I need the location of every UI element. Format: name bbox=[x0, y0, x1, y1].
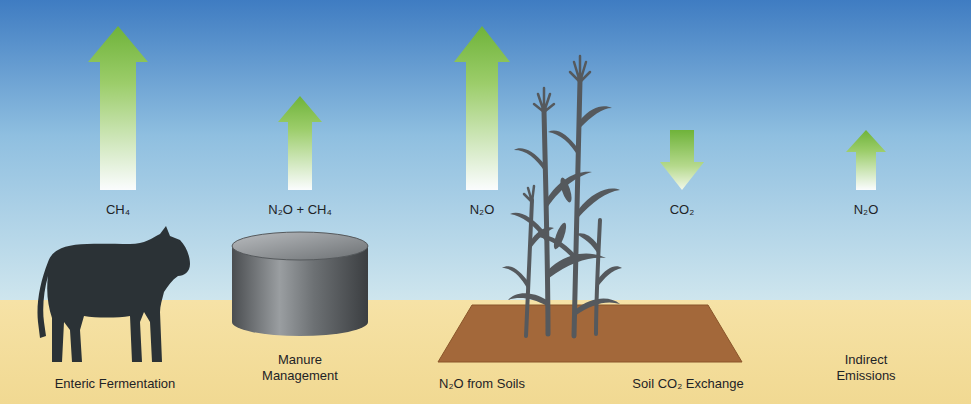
gas-label: CH₄ bbox=[73, 202, 163, 218]
soil-patch bbox=[438, 305, 742, 362]
emission-arrow bbox=[278, 96, 322, 190]
gas-label: N₂O + CH₄ bbox=[245, 202, 355, 218]
gas-label: N₂O bbox=[452, 202, 512, 218]
source-label: Indirect Emissions bbox=[821, 352, 911, 384]
emission-arrow bbox=[88, 26, 148, 190]
emission-arrow bbox=[454, 26, 510, 190]
cow-silhouette bbox=[37, 226, 190, 362]
source-label: Soil CO₂ Exchange bbox=[608, 376, 768, 392]
gas-label: N₂O bbox=[836, 202, 896, 218]
ground bbox=[0, 300, 971, 404]
source-label: N₂O from Soils bbox=[407, 376, 557, 392]
corn-plants bbox=[524, 56, 600, 336]
corn-leaves bbox=[502, 106, 622, 316]
source-label: Manure Management bbox=[255, 352, 345, 384]
source-label: Enteric Fermentation bbox=[30, 376, 200, 392]
gas-label: CO₂ bbox=[652, 202, 712, 218]
uptake-arrow bbox=[660, 130, 704, 190]
manure-tank bbox=[232, 232, 368, 336]
emission-arrow bbox=[846, 130, 886, 190]
